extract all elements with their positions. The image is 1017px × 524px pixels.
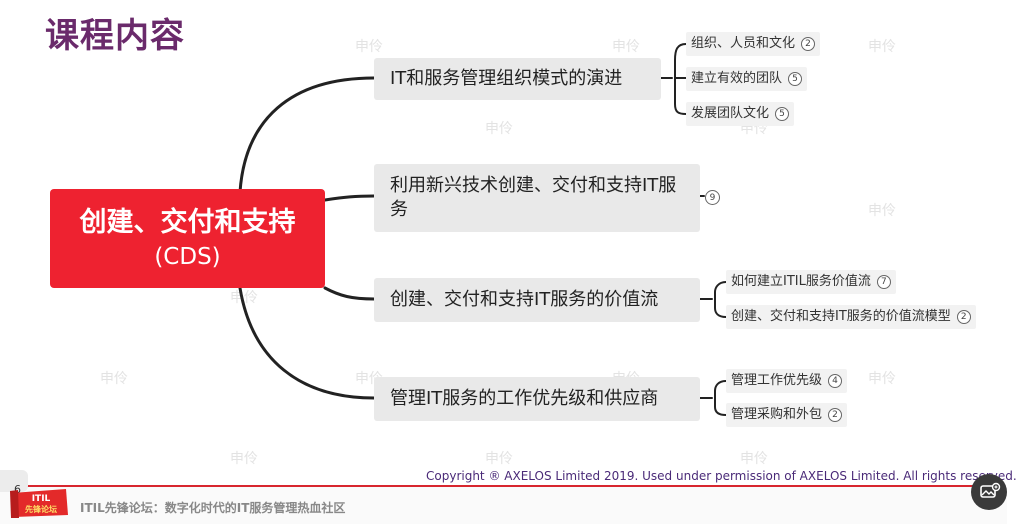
footer-divider: [0, 485, 985, 487]
subtopic-label: 管理工作优先级: [731, 373, 823, 388]
watermark: 申伶: [230, 290, 258, 306]
page-indicator[interactable]: [0, 470, 28, 492]
footer-bar: [0, 487, 1007, 524]
watermark: 申伶: [485, 121, 513, 137]
count-badge-icon: 2: [828, 408, 843, 422]
watermark: 申伶: [355, 39, 383, 55]
subtopic-work-priorities: 管理工作优先级 4: [726, 369, 848, 393]
image-edit-icon: [980, 482, 1001, 498]
watermark: 申伶: [612, 39, 640, 55]
subtopic-procurement-outsourcing: 管理采购和外包 2: [726, 403, 848, 427]
topic-priorities-suppliers: 管理IT服务的工作优先级和供应商: [374, 377, 700, 421]
topic-label: IT和服务管理组织模式的演进: [390, 68, 623, 89]
subtopic-effective-teams: 建立有效的团队 5: [686, 67, 808, 91]
topic-emerging-tech: 利用新兴技术创建、交付和支持IT服务: [374, 164, 700, 232]
svg-text:ITIL: ITIL: [32, 494, 51, 504]
subtopic-label: 管理采购和外包: [731, 407, 823, 422]
count-badge-icon: 2: [801, 37, 816, 51]
topic-org-model: IT和服务管理组织模式的演进: [374, 58, 661, 100]
page-number: 6: [14, 483, 21, 496]
watermark: 申伶: [868, 39, 896, 55]
subtopic-team-culture: 发展团队文化 5: [686, 102, 795, 126]
count-badge-icon: 2: [956, 310, 971, 324]
topic-label: 利用新兴技术创建、交付和支持IT服务: [390, 175, 677, 220]
subtopic-build-value-stream: 如何建立ITIL服务价值流 7: [726, 270, 896, 294]
subtopic-label: 建立有效的团队: [691, 71, 783, 86]
subtopic-label: 创建、交付和支持IT服务的价值流模型: [731, 309, 951, 324]
watermark: 申伶: [100, 371, 128, 387]
topic-value-stream: 创建、交付和支持IT服务的价值流: [374, 278, 700, 322]
watermark: 申伶: [740, 451, 768, 467]
subtopic-label: 如何建立ITIL服务价值流: [731, 274, 871, 289]
count-badge-icon: 5: [788, 72, 803, 86]
topic-label: 创建、交付和支持IT服务的价值流: [390, 289, 659, 310]
topic-label: 管理IT服务的工作优先级和供应商: [390, 388, 659, 409]
count-badge-icon: 4: [828, 374, 843, 388]
central-topic-abbr: (CDS): [154, 243, 221, 270]
subtopic-org-people-culture: 组织、人员和文化 2: [686, 32, 821, 56]
watermark: 申伶: [868, 371, 896, 387]
svg-text:先锋论坛: 先锋论坛: [25, 504, 57, 514]
slide-title: 课程内容: [45, 16, 185, 56]
watermark: 申伶: [230, 451, 258, 467]
copyright-notice: Copyright ® AXELOS Limited 2019. Used un…: [426, 469, 1017, 483]
count-badge-icon: 5: [775, 107, 790, 121]
subtopic-label: 组织、人员和文化: [691, 36, 796, 51]
watermark: 申伶: [868, 203, 896, 219]
count-badge-icon: 9: [705, 190, 720, 205]
central-topic: 创建、交付和支持 (CDS): [50, 189, 325, 288]
central-topic-title: 创建、交付和支持: [79, 206, 296, 238]
count-badge-icon: 7: [876, 275, 891, 289]
image-edit-button[interactable]: [971, 474, 1007, 510]
subtopic-value-stream-model: 创建、交付和支持IT服务的价值流模型 2: [726, 305, 976, 329]
footer-tagline: ITIL先锋论坛：数字化时代的IT服务管理热血社区: [80, 501, 346, 515]
itil-forum-logo: ITIL 先锋论坛: [10, 489, 68, 518]
subtopic-label: 发展团队文化: [691, 106, 770, 121]
watermark: 申伶: [485, 451, 513, 467]
